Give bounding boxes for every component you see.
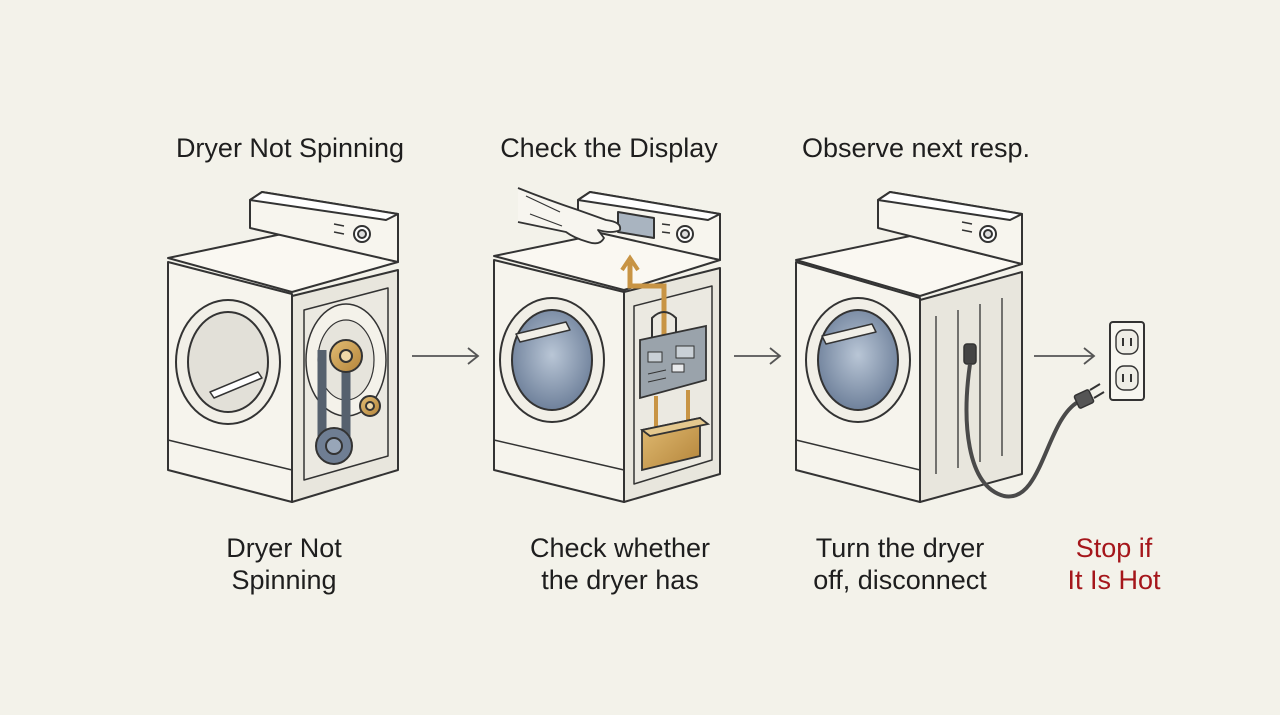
- arrow-right-icon: [1034, 347, 1096, 365]
- step-2-title: Check the Display: [500, 133, 718, 163]
- caption-line: Turn the dryer: [815, 533, 985, 563]
- dryer-icon: [795, 191, 1023, 503]
- dryer-icon: [167, 191, 399, 503]
- caption-line: Check whether: [529, 533, 711, 563]
- power-cord-icon: [963, 343, 1105, 499]
- step-1-caption: Dryer Not Spinning: [194, 532, 374, 596]
- caption-line: off, disconnect: [813, 565, 987, 595]
- control-board-icon: [620, 254, 711, 472]
- caption-line: the dryer has: [541, 565, 699, 595]
- final-step-caption: Stop if It Is Hot: [1054, 532, 1174, 596]
- arrow-right-icon: [734, 347, 782, 365]
- step-1-title: Dryer Not Spinning: [175, 133, 405, 163]
- caption-line: Dryer Not: [226, 533, 342, 563]
- step-3-title: Observe next resp.: [801, 133, 1031, 163]
- caption-line: Spinning: [231, 565, 337, 595]
- step-2-caption: Check whether the dryer has: [520, 532, 720, 596]
- wall-outlet-icon: [1109, 321, 1145, 401]
- drive-belt-icon: [315, 339, 381, 465]
- hand-icon: [517, 187, 622, 245]
- step-3-caption: Turn the dryer off, disconnect: [800, 532, 1000, 596]
- caption-line: It Is Hot: [1067, 565, 1161, 595]
- caption-line: Stop if: [1075, 533, 1153, 563]
- arrow-right-icon: [412, 347, 480, 365]
